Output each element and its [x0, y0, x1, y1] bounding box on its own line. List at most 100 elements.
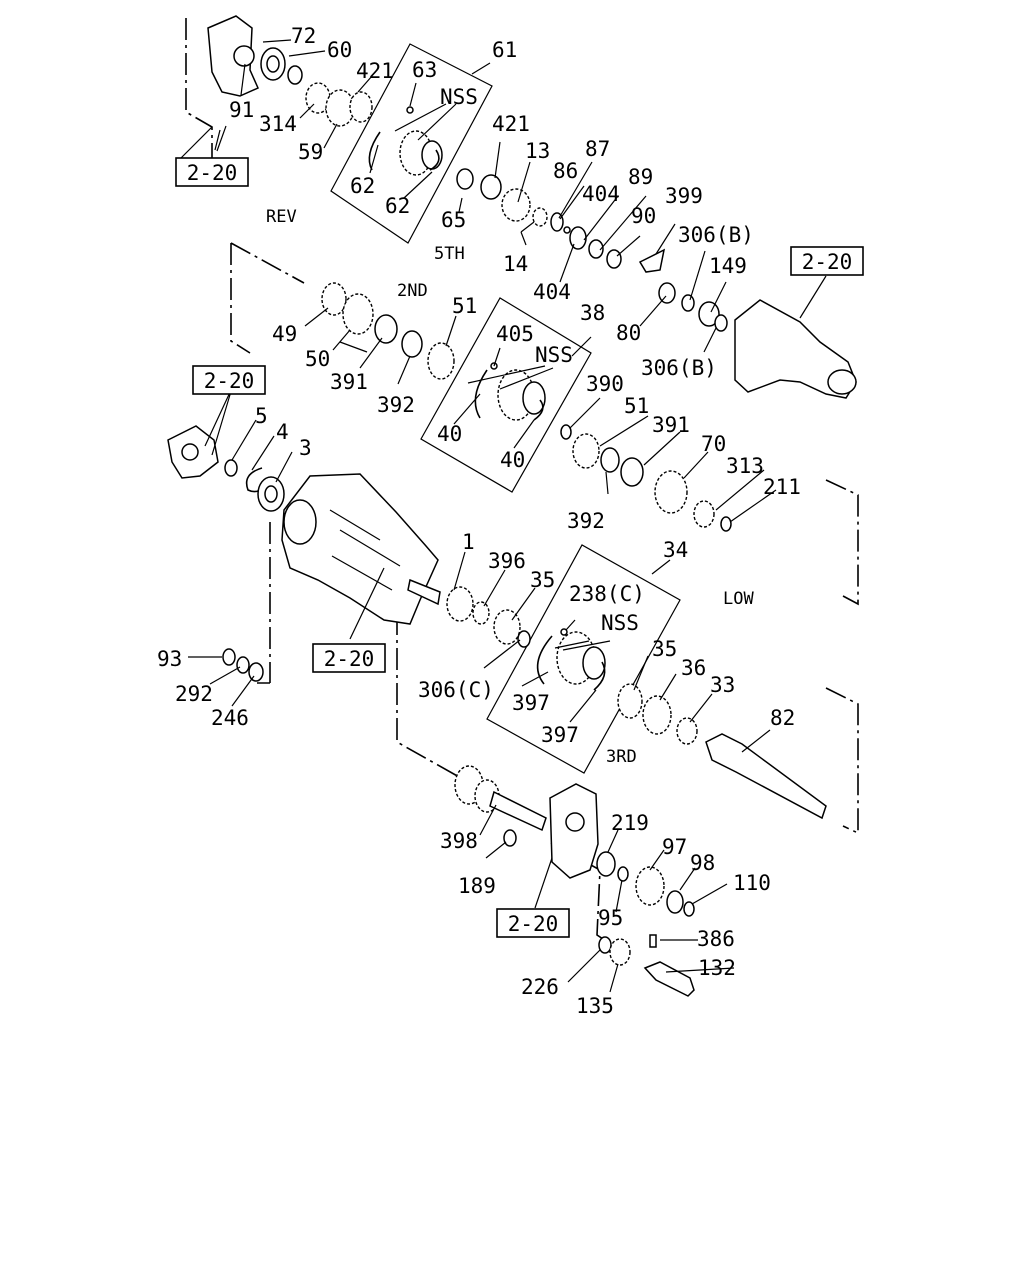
ref-box-2-20-top-left[interactable]: 2-20	[175, 157, 249, 187]
part-label-404-a: 404	[582, 182, 620, 206]
ring-404	[569, 226, 587, 250]
section-label-5th: 5TH	[434, 244, 465, 264]
ref-box-2-20-case[interactable]: 2-20	[312, 643, 386, 673]
bearing-89	[588, 239, 604, 259]
part-label-40-a: 40	[437, 422, 462, 446]
plate-hole	[233, 45, 255, 67]
part-label-219: 219	[611, 811, 649, 835]
bearing-98	[666, 890, 684, 914]
part-label-386: 386	[697, 927, 735, 951]
bearing-396	[472, 601, 490, 625]
part-label-38: 38	[580, 301, 605, 325]
gear-1	[446, 586, 474, 622]
part-label-399: 399	[665, 184, 703, 208]
ref-box-2-20-bottom[interactable]: 2-20	[496, 908, 570, 938]
svg-text:2-20: 2-20	[204, 369, 255, 393]
part-label-421-b: 421	[492, 112, 530, 136]
spacer-60	[287, 65, 303, 85]
ref-box-2-20-left[interactable]: 2-20	[192, 365, 266, 395]
part-label-246: 246	[211, 706, 249, 730]
bracket-second-row	[230, 242, 305, 354]
seal-149	[698, 301, 720, 327]
nss-label-3rd: NSS	[601, 611, 639, 635]
part-label-65: 65	[441, 208, 466, 232]
gear-51-low	[572, 433, 600, 469]
gear-13	[501, 188, 531, 222]
part-label-72: 72	[291, 24, 316, 48]
nss-label-rev: NSS	[440, 85, 478, 109]
part-label-40-b: 40	[500, 448, 525, 472]
svg-text:2-20: 2-20	[508, 912, 559, 936]
spring-40b	[533, 399, 544, 421]
gear-59	[325, 89, 355, 127]
bracket-top	[185, 18, 213, 158]
part-label-396: 396	[488, 549, 526, 573]
ball-87	[563, 226, 571, 234]
part-label-59: 59	[298, 140, 323, 164]
gear-135	[609, 938, 631, 966]
ring-306b	[681, 294, 695, 312]
part-label-397-a: 397	[512, 691, 550, 715]
part-label-97: 97	[662, 835, 687, 859]
part-label-392-a: 392	[377, 393, 415, 417]
ring-90	[606, 249, 622, 269]
bearing-313	[693, 500, 715, 528]
mainshaft-82	[705, 733, 827, 820]
ring-306c	[517, 630, 531, 648]
bracket-low-row	[825, 479, 859, 606]
pin-386	[649, 934, 657, 948]
ring-5	[224, 459, 238, 477]
bearing-95	[617, 866, 629, 882]
part-label-63: 63	[412, 58, 437, 82]
bearing-246	[248, 662, 264, 682]
section-label-rev: REV	[266, 207, 297, 227]
part-label-392-b: 392	[567, 509, 605, 533]
ring-421-top	[349, 91, 373, 123]
part-label-50: 50	[305, 347, 330, 371]
part-label-132: 132	[698, 956, 736, 980]
part-label-149: 149	[709, 254, 747, 278]
spring-397b	[593, 661, 606, 691]
part-label-135: 135	[576, 994, 614, 1018]
ring-391-low	[620, 457, 644, 487]
part-label-36: 36	[681, 656, 706, 680]
part-label-14: 14	[503, 252, 528, 276]
part-label-189: 189	[458, 874, 496, 898]
washer-211	[720, 516, 732, 532]
part-label-13: 13	[525, 139, 550, 163]
part-label-1: 1	[462, 530, 475, 554]
part-label-49: 49	[272, 322, 297, 346]
washer-292	[236, 656, 250, 674]
ring-390	[560, 424, 572, 440]
part-label-4: 4	[276, 420, 289, 444]
ring-110	[683, 901, 695, 917]
group-box-34	[486, 544, 681, 774]
part-label-98: 98	[690, 851, 715, 875]
ref-box-2-20-right[interactable]: 2-20	[790, 246, 864, 276]
part-label-404-b: 404	[533, 280, 571, 304]
part-label-226: 226	[521, 975, 559, 999]
group-box-61	[330, 43, 493, 244]
part-label-397-b: 397	[541, 723, 579, 747]
gear-36	[642, 695, 672, 735]
part-label-80: 80	[616, 321, 641, 345]
part-label-391-b: 391	[652, 413, 690, 437]
bracket-shaft-row	[825, 687, 859, 835]
part-label-33: 33	[710, 673, 735, 697]
gear-35-3rd	[617, 683, 643, 719]
bracket-399	[638, 248, 666, 273]
part-label-211: 211	[763, 475, 801, 499]
bearing-49	[321, 282, 347, 316]
part-label-110: 110	[733, 871, 771, 895]
spring-397a	[536, 635, 553, 685]
counter-shaft	[489, 790, 547, 832]
part-label-391-a: 391	[330, 370, 368, 394]
svg-text:2-20: 2-20	[187, 161, 238, 185]
bearing-65	[456, 168, 474, 190]
section-label-low: LOW	[723, 589, 754, 609]
part-label-34: 34	[663, 538, 688, 562]
cone-392-top	[401, 330, 423, 358]
part-label-292: 292	[175, 682, 213, 706]
part-label-314: 314	[259, 112, 297, 136]
spring-62a	[368, 131, 381, 171]
